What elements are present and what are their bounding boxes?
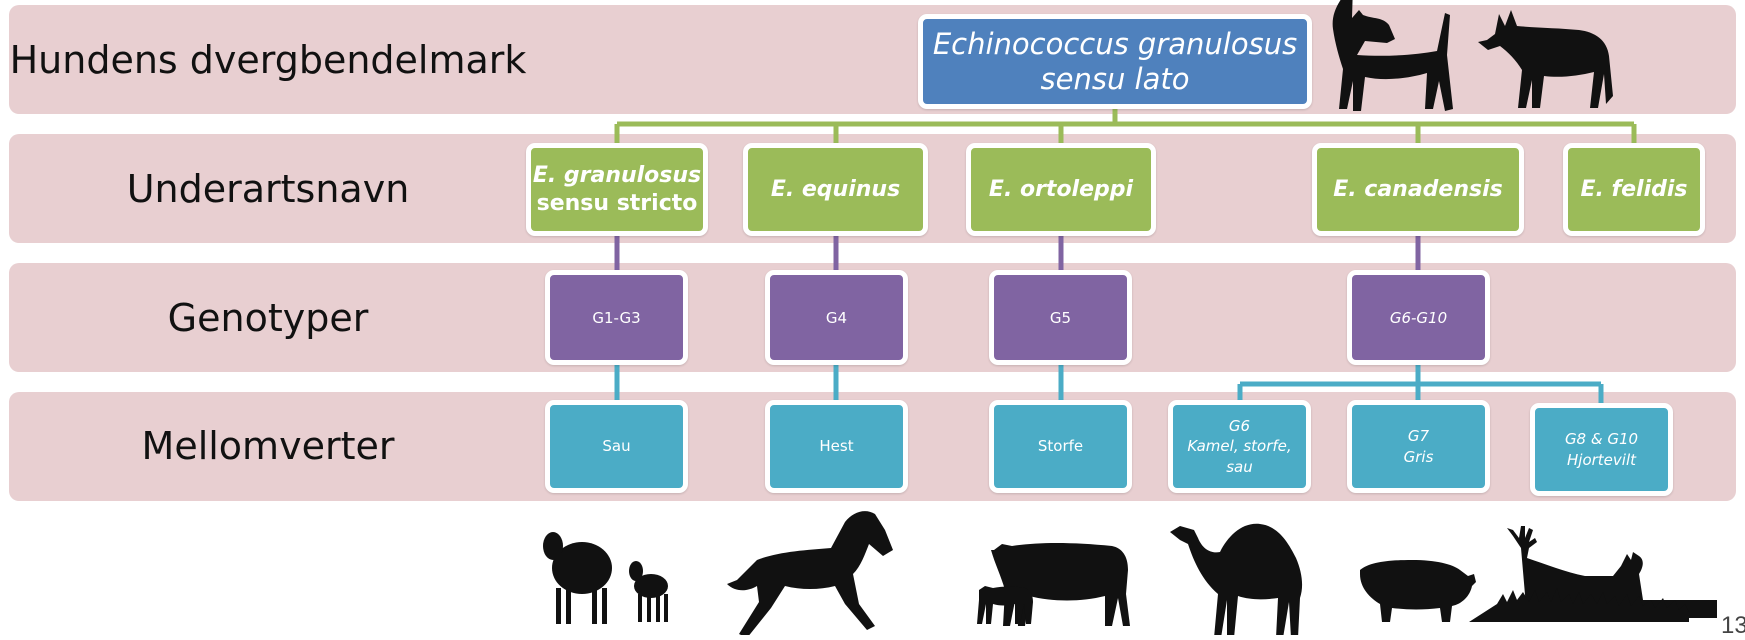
row-label-hosts: Mellomverter (141, 424, 395, 468)
deer-icon (1469, 526, 1717, 622)
row-label-species: Hundens dvergbendelmark (9, 38, 527, 82)
genotype-connectors (614, 235, 1421, 272)
subspecies-connectors (614, 108, 1637, 145)
cattle-icon (977, 543, 1130, 626)
host-box-horse: Hest (765, 400, 908, 493)
row-label-subspecies: Underartsnavn (126, 167, 410, 211)
subspecies-name: E. ortoleppi (988, 176, 1134, 202)
host-box-sheep: Sau (545, 400, 688, 493)
subspecies-name: E. canadensis (1333, 176, 1503, 202)
genotype-label: G5 (1049, 308, 1072, 327)
genotype-box-g4: G4 (765, 270, 908, 365)
host-box-g7: G7 Gris (1347, 400, 1490, 493)
subspecies-box-ortoleppi: E. ortoleppi (966, 143, 1156, 236)
host-box-cattle: Storfe (989, 400, 1132, 493)
genotype-label: G4 (825, 308, 848, 327)
horse-icon (727, 511, 893, 635)
root-species-box: Echinococcus granulosus sensu lato (918, 14, 1312, 109)
subspecies-name: E. equinus (770, 176, 901, 202)
subspecies-extra: sensu stricto (536, 190, 698, 216)
row-label-genotypes: Genotyper (167, 296, 369, 340)
subspecies-box-felidis: E. felidis (1563, 143, 1705, 236)
host-label: Gris (1403, 447, 1434, 466)
host-label: Hjortevilt (1567, 450, 1636, 469)
subspecies-box-equinus: E. equinus (743, 143, 928, 236)
page-number: 13 (1721, 612, 1745, 639)
host-label: Sau (602, 437, 631, 456)
subspecies-name: E. granulosus (532, 163, 702, 188)
wolf-icon (1478, 10, 1613, 108)
host-genotype: G7 (1407, 427, 1430, 446)
host-genotype: G8 & G10 (1564, 430, 1639, 449)
dog-icon (1332, 0, 1453, 111)
genotype-label: G1-G3 (592, 308, 641, 327)
pig-icon (1360, 560, 1476, 622)
sheep-icon (543, 532, 668, 624)
subspecies-box-canadensis: E. canadensis (1312, 143, 1524, 236)
subspecies-name: E. felidis (1580, 176, 1688, 202)
genotype-box-g5: G5 (989, 270, 1132, 365)
genotype-box-g6-g10: G6-G10 (1347, 270, 1490, 365)
host-label: Storfe (1037, 437, 1084, 456)
host-label: Kamel, storfe, (1187, 437, 1292, 456)
root-species-line2: sensu lato (1040, 61, 1190, 96)
genotype-box-g1-g3: G1-G3 (545, 270, 688, 365)
camel-icon (1170, 523, 1303, 635)
host-connectors (614, 364, 1604, 405)
host-genotype: G6 (1228, 417, 1251, 436)
genotype-label: G6-G10 (1389, 308, 1448, 327)
host-box-g8-g10: G8 & G10 Hjortevilt (1530, 403, 1673, 496)
host-label: Hest (819, 437, 854, 456)
root-species-line1: Echinococcus granulosus (932, 26, 1298, 61)
host-label-cont: sau (1226, 457, 1253, 476)
host-box-g6: G6 Kamel, storfe, sau (1168, 400, 1311, 493)
subspecies-box-granulosus: E. granulosus sensu stricto (526, 143, 708, 236)
